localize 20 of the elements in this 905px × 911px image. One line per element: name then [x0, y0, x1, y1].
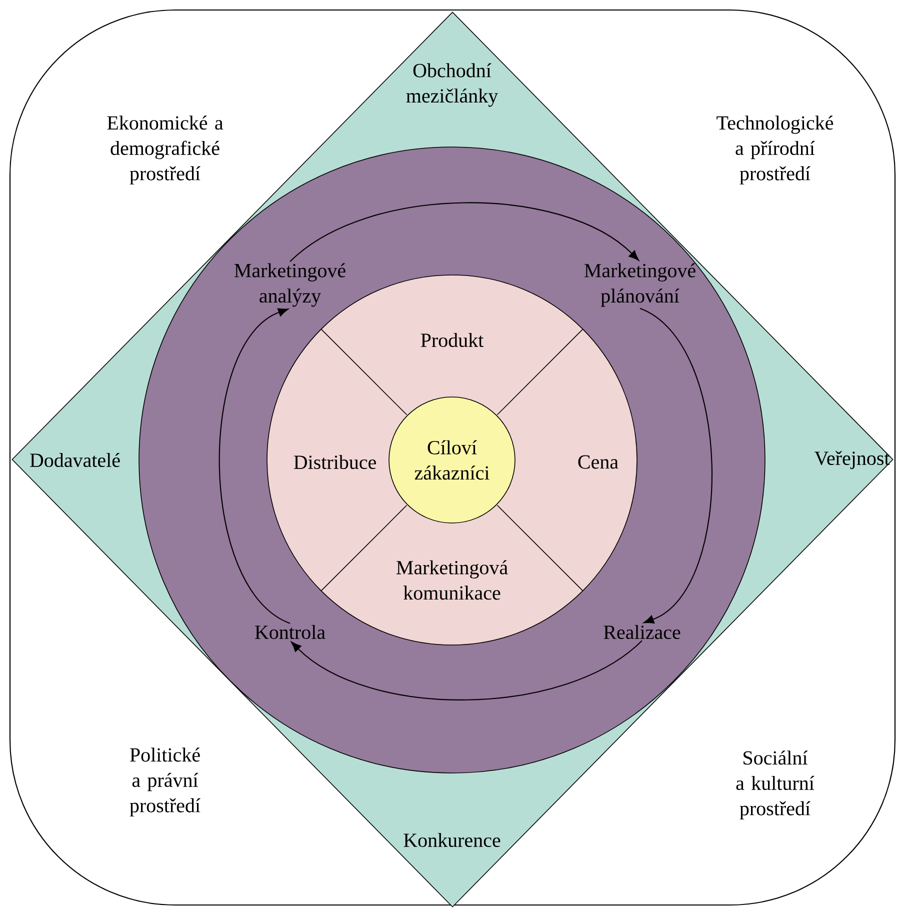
partner-label: Obchodní mezičlánky — [406, 63, 498, 107]
environment-label: Ekonomické a demografické prostředí — [107, 116, 224, 184]
mix-label: Distribuce — [294, 454, 376, 470]
stage-label: Kontrola — [255, 624, 326, 640]
mix-label: Produkt — [420, 332, 484, 348]
partner-label: Konkurence — [404, 832, 500, 848]
partner-label: Veřejnost — [814, 450, 890, 470]
stage-label: Marketingové analýzy — [234, 263, 346, 307]
stage-label: Realizace — [604, 624, 680, 640]
cycle-arrow — [640, 308, 712, 624]
cycle-arrow — [218, 308, 290, 624]
partner-label: Dodavatelé — [30, 452, 120, 468]
cycle-arrow — [290, 202, 640, 262]
environment-label: Technologické a přírodní prostředí — [716, 116, 834, 184]
mix-label: Marketingová komunikace — [396, 560, 508, 600]
mix-label: Cena — [578, 455, 618, 469]
environment-label: Sociální a kulturní prostředí — [736, 750, 814, 820]
stage-label: Marketingové plánování — [584, 263, 696, 307]
environment-label: Politické a právní prostředí — [130, 748, 200, 816]
cycle-arrow — [290, 640, 642, 700]
